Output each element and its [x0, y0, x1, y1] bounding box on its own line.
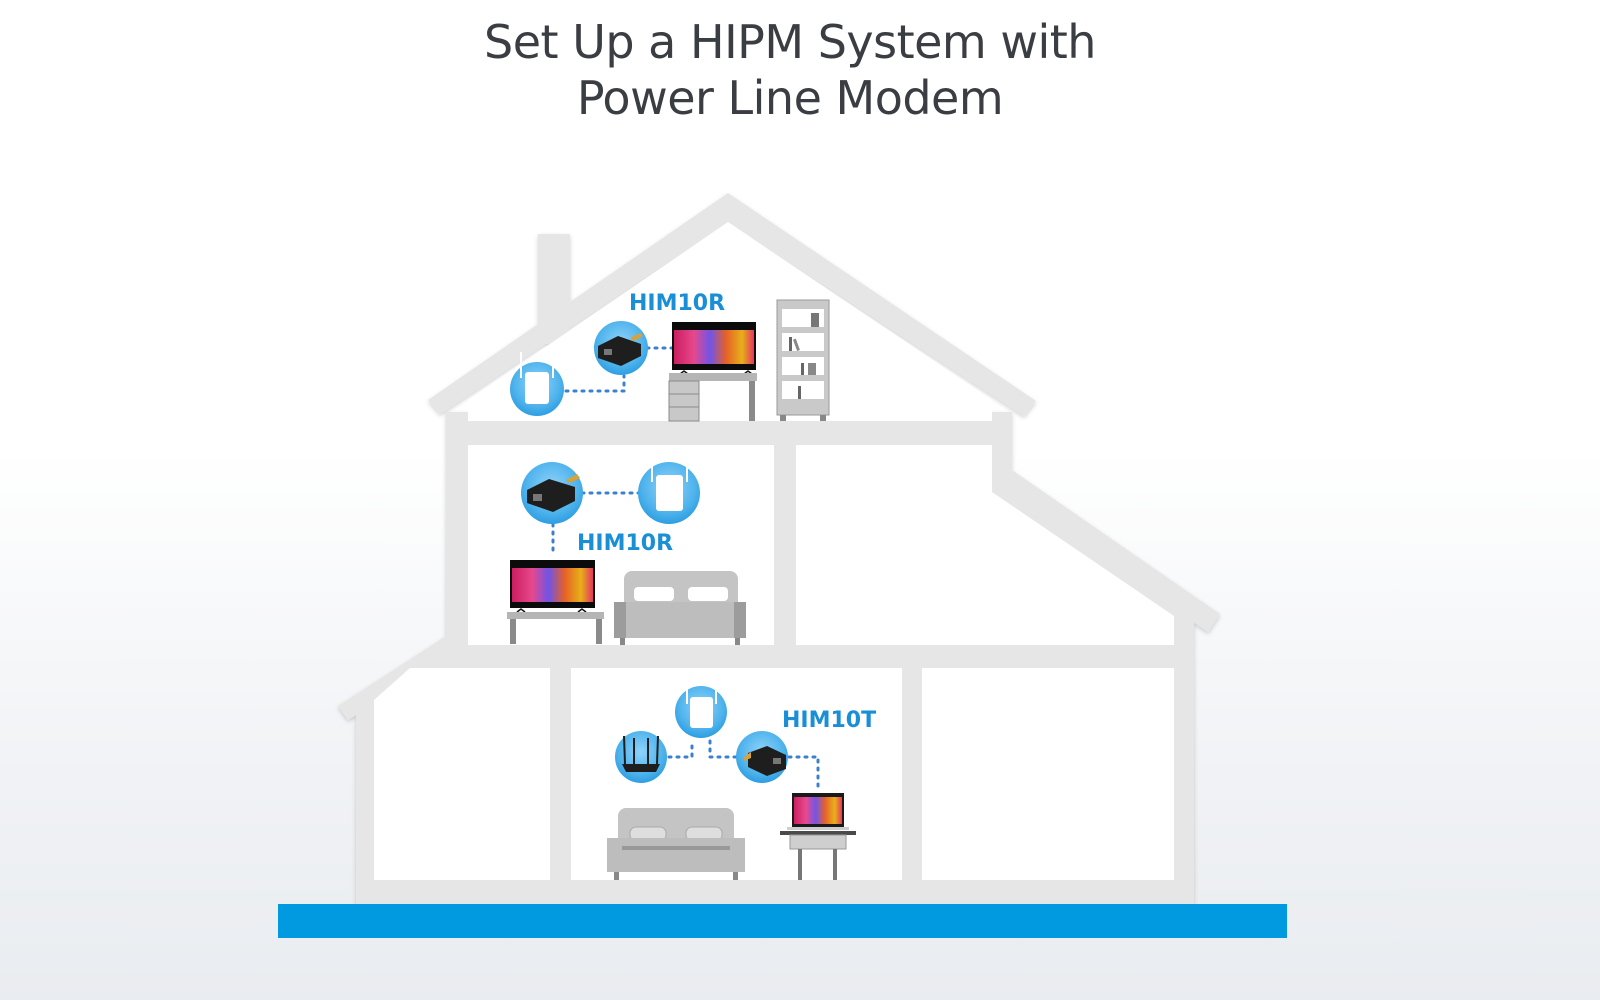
powerline-extender-icon	[510, 352, 564, 416]
title-line-1: Set Up a HIPM System with	[484, 15, 1096, 69]
room-attic	[468, 222, 992, 421]
middle-scene	[507, 458, 746, 645]
title-line-2: Power Line Modem	[576, 71, 1004, 125]
laptop-table-icon	[780, 831, 856, 880]
tv-desk-icon	[668, 373, 757, 422]
tv-icon	[510, 560, 595, 613]
him10r-adapter-icon	[594, 321, 648, 375]
middle-product-label: HIM10R	[577, 531, 674, 556]
powerline-extender-icon	[638, 458, 700, 524]
tv-icon	[672, 322, 756, 375]
him10t-adapter-icon	[736, 731, 788, 783]
ground-scene	[607, 684, 856, 880]
room-ground-left	[374, 668, 550, 880]
router-icon	[615, 731, 667, 783]
room-ground-right	[922, 668, 1174, 880]
attic-scene	[510, 299, 830, 422]
laptop-icon	[787, 793, 849, 830]
him10r-adapter-icon	[521, 462, 583, 524]
tv-stand-icon	[507, 612, 604, 644]
sofa-icon	[607, 808, 745, 880]
sofa-icon	[614, 571, 746, 645]
ground-bar	[278, 904, 1287, 938]
room-middle-right	[796, 445, 1174, 645]
attic-product-label: HIM10R	[629, 291, 726, 316]
ground-product-label: HIM10T	[782, 708, 877, 733]
page-title: Set Up a HIPM System with Power Line Mod…	[0, 14, 1580, 126]
bookshelf-icon	[776, 299, 830, 421]
powerline-extender-icon	[675, 684, 727, 738]
rooms	[374, 222, 1174, 880]
